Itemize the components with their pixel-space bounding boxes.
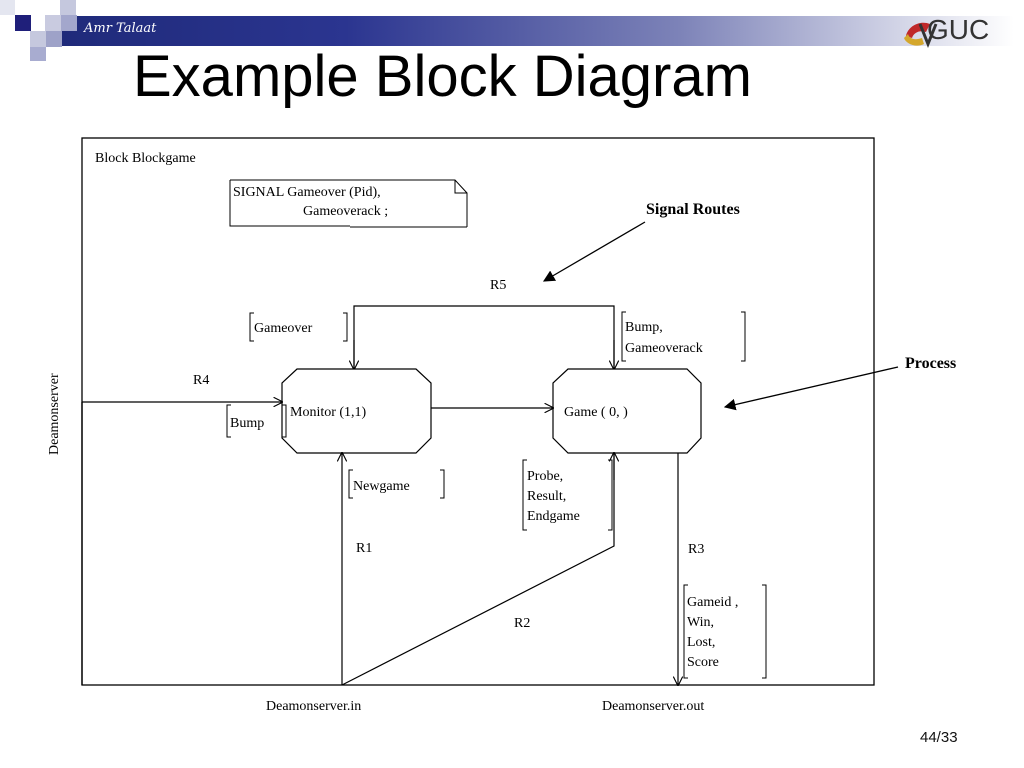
signal-gameoverack: Gameoverack — [625, 341, 703, 356]
route-label-r3: R3 — [688, 542, 704, 557]
block-frame — [81, 137, 875, 686]
process-game: Game ( 0, ) — [552, 368, 702, 454]
signal-probe: Probe, — [527, 469, 563, 484]
slide-title: Example Block Diagram — [133, 44, 752, 109]
decor-square — [30, 31, 46, 47]
annotation-process: Process — [905, 355, 956, 372]
decor-square — [15, 15, 31, 31]
environment-left-label: Deamonserver — [47, 373, 62, 455]
signal-list-bump: Bump — [226, 404, 287, 438]
signal-list-bump-gameoverack: Bump, Gameoverack — [621, 311, 746, 362]
signal-list-gameid-win-lost-score: Gameid , Win, Lost, Score — [683, 584, 767, 679]
guc-logo-icon — [904, 22, 938, 49]
decor-square — [30, 47, 46, 61]
signal-lost: Lost, — [687, 635, 715, 650]
route-label-r2: R2 — [514, 616, 530, 631]
signal-newgame: Newgame — [353, 479, 410, 494]
process-game-label: Game ( 0, ) — [564, 405, 628, 420]
decor-square — [60, 0, 76, 16]
decor-square — [46, 31, 62, 47]
process-monitor: Monitor (1,1) — [281, 368, 432, 454]
process-monitor-label: Monitor (1,1) — [290, 405, 367, 420]
annotation-process-arrow — [723, 366, 899, 411]
route-label-r4: R4 — [193, 373, 209, 388]
header-banner — [60, 16, 1014, 46]
annotation-signal-routes-arrow — [542, 221, 646, 282]
block-label: Block Blockgame — [95, 151, 196, 166]
annotation-signal-routes: Signal Routes — [646, 201, 740, 218]
environment-in-label: Deamonserver.in — [266, 699, 361, 714]
signal-declaration-line1: SIGNAL Gameover (Pid), — [233, 185, 381, 200]
decor-square — [0, 0, 15, 15]
signal-bump: Bump, — [625, 320, 663, 335]
signal-bump-r4: Bump — [230, 416, 264, 431]
decor-square — [61, 15, 77, 31]
signal-result: Result, — [527, 489, 566, 504]
page-number: 44/33 — [920, 729, 958, 746]
environment-out-label: Deamonserver.out — [602, 699, 704, 714]
signal-list-newgame: Newgame — [348, 469, 445, 499]
signal-gameid: Gameid , — [687, 595, 738, 610]
signal-endgame: Endgame — [527, 509, 580, 524]
signal-list-probe-result-endgame: Probe, Result, Endgame — [522, 459, 613, 531]
route-label-r5: R5 — [490, 278, 506, 293]
signal-declaration-line2: Gameoverack ; — [303, 204, 388, 219]
signal-win: Win, — [687, 615, 714, 630]
author-name: Amr Talaat — [84, 21, 157, 36]
decor-square — [45, 15, 61, 31]
signal-score: Score — [687, 655, 719, 670]
route-r2 — [341, 453, 615, 686]
signal-declaration: SIGNAL Gameover (Pid), Gameoverack ; — [229, 179, 468, 228]
signal-gameover: Gameover — [254, 321, 313, 336]
route-r5 — [353, 305, 615, 369]
signal-list-gameover: Gameover — [249, 312, 348, 342]
route-label-r1: R1 — [356, 541, 372, 556]
logo-text: GUC — [927, 14, 990, 45]
